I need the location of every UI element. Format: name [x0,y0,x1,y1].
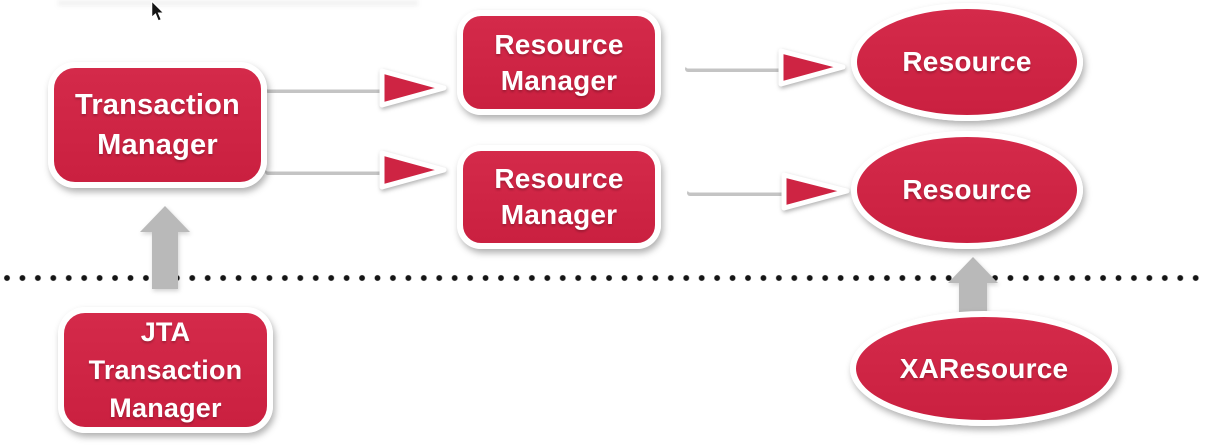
arrow-tm-to-rm2-icon [265,150,447,190]
video-artifact-strip [58,0,418,6]
resource-manager-2-label: Resource Manager [494,163,624,230]
node-resource-2: Resource [851,131,1083,249]
resource-1-label: Resource [902,46,1032,77]
node-resource-manager-1: Resource Manager [457,10,661,115]
dotted-separator-line [0,272,1207,284]
node-resource-1: Resource [851,3,1083,121]
node-jta-transaction-manager: JTA Transaction Manager [58,307,273,433]
mouse-cursor-icon [151,1,166,22]
gray-up-arrow-xa-to-r2-icon [948,257,998,314]
gray-up-arrow-jta-to-tm-icon [140,206,190,289]
resource-2-label: Resource [902,174,1032,205]
node-resource-manager-2: Resource Manager [457,145,661,249]
node-transaction-manager: Transaction Manager [48,62,267,188]
resource-manager-1-label: Resource Manager [494,28,624,96]
jta-transaction-manager-label: JTA Transaction Manager [88,317,243,423]
node-xa-resource: XAResource [850,311,1118,426]
arrow-tm-to-rm1-icon [265,68,447,108]
xa-resource-label: XAResource [899,352,1069,384]
arrow-rm1-to-r1-icon [685,48,846,87]
arrow-rm2-to-r2-icon [687,172,850,211]
transaction-manager-label: Transaction Manager [75,89,240,161]
